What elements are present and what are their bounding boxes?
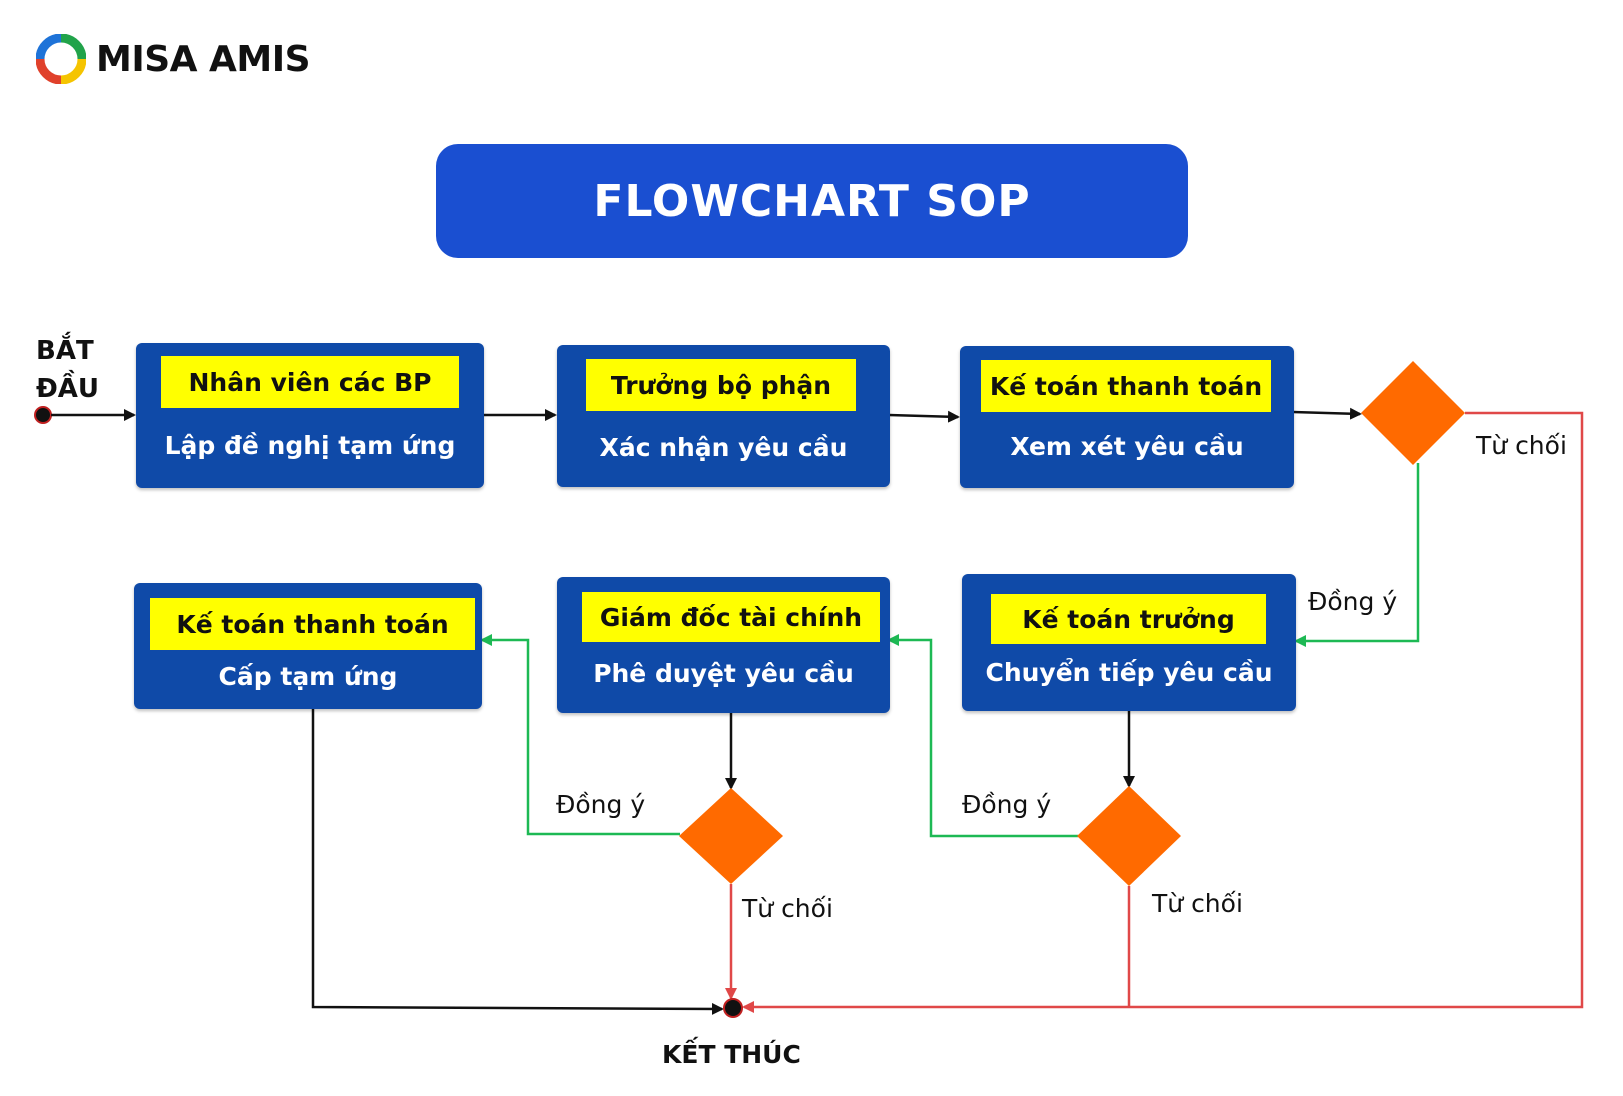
decision2-reject-label: Từ chối xyxy=(1152,889,1243,918)
step-box-6: Kế toán thanh toán Cấp tạm ứng xyxy=(134,583,482,709)
decision2-approve-label: Đồng ý xyxy=(962,790,1052,819)
step-action: Xác nhận yêu cầu xyxy=(599,433,848,462)
step-role: Kế toán thanh toán xyxy=(150,598,475,650)
decision-diamond-3 xyxy=(679,788,783,884)
step-box-5: Giám đốc tài chính Phê duyệt yêu cầu xyxy=(557,577,890,713)
arrow-step2-to-step3 xyxy=(887,410,960,423)
decision-diamond-1 xyxy=(1361,361,1465,465)
step-box-3: Kế toán thanh toán Xem xét yêu cầu xyxy=(960,346,1294,488)
step-action: Lập đề nghị tạm ứng xyxy=(164,431,456,460)
step-role: Nhân viên các BP xyxy=(161,356,459,408)
step-role: Trưởng bộ phận xyxy=(586,359,856,411)
brand-logo: MISA AMIS xyxy=(36,34,311,84)
step-box-2: Trưởng bộ phận Xác nhận yêu cầu xyxy=(557,345,890,487)
arrow-step3-to-decision1 xyxy=(1292,407,1362,420)
end-label: KẾT THÚC xyxy=(662,1040,801,1069)
start-node xyxy=(34,406,52,424)
approve-line-decision2 xyxy=(887,634,1078,838)
step-role: Kế toán trưởng xyxy=(991,594,1266,644)
brand-name: MISA AMIS xyxy=(96,38,311,80)
step-role: Kế toán thanh toán xyxy=(981,360,1271,412)
step-action: Phê duyệt yêu cầu xyxy=(593,659,854,688)
arrow-step6-to-end xyxy=(311,709,724,1015)
flowchart-title: FLOWCHART SOP xyxy=(436,144,1188,258)
decision-diamond-2 xyxy=(1077,786,1181,886)
end-node xyxy=(723,998,743,1018)
step-action: Xem xét yêu cầu xyxy=(1010,432,1244,461)
step-action: Cấp tạm ứng xyxy=(218,662,398,691)
step-role: Giám đốc tài chính xyxy=(582,592,880,642)
approve-line-decision1 xyxy=(1294,463,1420,647)
reject-line-decision1 xyxy=(742,411,1584,1013)
step-action: Chuyển tiếp yêu cầu xyxy=(985,658,1273,687)
decision1-reject-label: Từ chối xyxy=(1476,431,1567,460)
step-box-1: Nhân viên các BP Lập đề nghị tạm ứng xyxy=(136,343,484,488)
decision3-reject-label: Từ chối xyxy=(742,894,833,923)
misa-amis-ring-logo-icon xyxy=(36,34,86,84)
decision3-approve-label: Đồng ý xyxy=(556,790,646,819)
decision1-approve-label: Đồng ý xyxy=(1308,587,1398,616)
step-box-4: Kế toán trưởng Chuyển tiếp yêu cầu xyxy=(962,574,1296,711)
start-label: BẮT ĐẦU xyxy=(36,336,100,404)
approve-line-decision3 xyxy=(480,634,680,836)
